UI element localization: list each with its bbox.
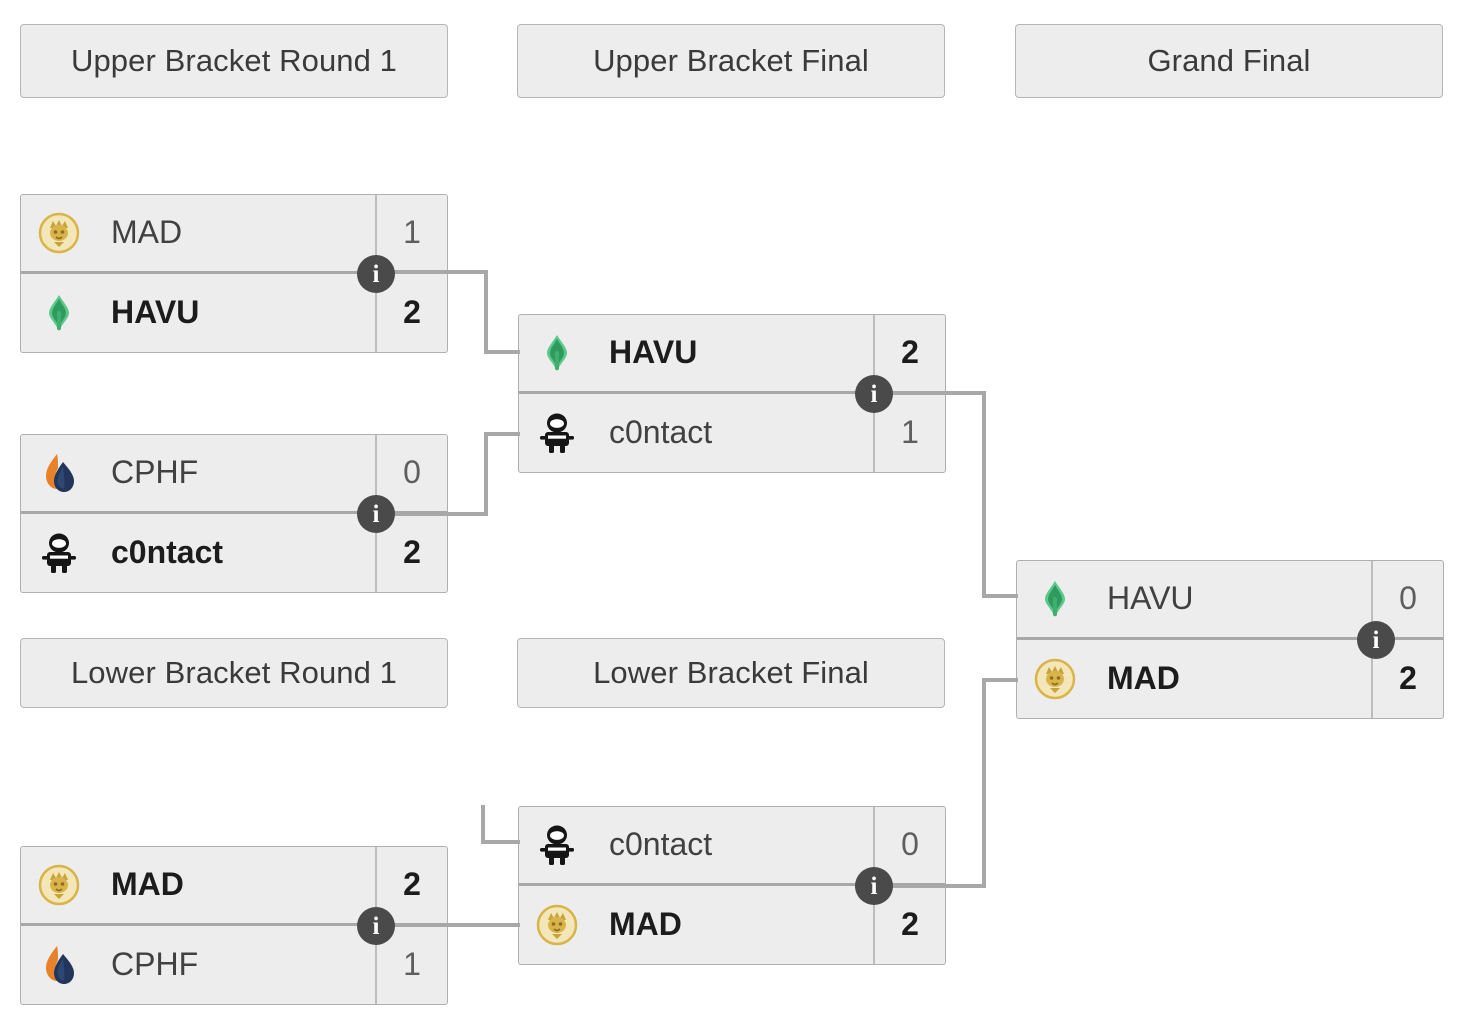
match-row[interactable]: MAD 1 [21, 195, 447, 274]
connector-lbf-top-in [481, 840, 520, 844]
team-name: HAVU [111, 294, 200, 331]
round-header-label: Lower Bracket Final [593, 655, 869, 690]
match-row[interactable]: CPHF 0 [21, 435, 447, 514]
connector-gf-bottom-in [982, 678, 1018, 682]
round-header-lower-bracket-final[interactable]: Lower Bracket Final [517, 638, 945, 708]
match-row[interactable]: c0ntact 1 [519, 393, 945, 473]
c0ntact-ninja-icon [540, 413, 574, 453]
match-info-badge[interactable]: i [357, 495, 395, 533]
match-row[interactable]: HAVU 2 [21, 273, 447, 353]
match-row[interactable]: c0ntact 0 [519, 807, 945, 886]
team-score: 0 [1371, 561, 1443, 637]
round-header-upper-bracket-final[interactable]: Upper Bracket Final [517, 24, 945, 98]
round-header-upper-bracket-round-1[interactable]: Upper Bracket Round 1 [20, 24, 448, 98]
team-name: c0ntact [111, 534, 224, 571]
match-row[interactable]: CPHF 1 [21, 925, 447, 1005]
mad-lion-crest-logo [519, 886, 595, 965]
mad-lion-crest-logo [21, 847, 97, 923]
round-header-label: Upper Bracket Final [593, 43, 869, 78]
team-name: MAD [1107, 660, 1180, 697]
team-score: 0 [873, 807, 945, 883]
team-name: HAVU [1107, 580, 1194, 617]
team-score: 1 [873, 393, 945, 472]
team-score: 2 [873, 315, 945, 391]
team-score: 2 [375, 513, 447, 592]
round-header-label: Lower Bracket Round 1 [70, 655, 398, 690]
mad-lion-crest-icon [1034, 658, 1076, 699]
c0ntact-ninja-logo [519, 394, 595, 473]
connector-ubf-out [873, 391, 986, 395]
match-info-badge[interactable]: i [855, 375, 893, 413]
team-score: 2 [375, 273, 447, 352]
match-row[interactable]: MAD 2 [1017, 639, 1443, 719]
match-info-badge[interactable]: i [357, 907, 395, 945]
havu-green-spear-icon [547, 334, 567, 371]
team-name: CPHF [111, 454, 199, 491]
team-name: c0ntact [609, 826, 713, 863]
team-score: 0 [375, 435, 447, 511]
cphf-flame-droplet-logo [21, 435, 97, 511]
match-row[interactable]: MAD 2 [519, 885, 945, 965]
team-name: MAD [111, 866, 184, 903]
team-score: 2 [375, 847, 447, 923]
havu-green-spear-icon [49, 294, 69, 331]
match-row[interactable]: HAVU 2 [519, 315, 945, 394]
mad-lion-crest-icon [38, 864, 80, 905]
team-name: HAVU [609, 334, 698, 371]
round-header-lower-bracket-round-1[interactable]: Lower Bracket Round 1 [20, 638, 448, 708]
connector-lbf-rise [982, 678, 986, 888]
team-score: 1 [375, 925, 447, 1004]
connector-gf-top-in [982, 594, 1018, 598]
cphf-flame-droplet-logo [21, 926, 97, 1005]
havu-green-spear-logo [21, 274, 97, 353]
match-info-badge[interactable]: i [1357, 621, 1395, 659]
team-name: MAD [111, 214, 183, 251]
team-score: 1 [375, 195, 447, 271]
match-lower-bracket-round-1[interactable]: MAD 2 CPHF 1 i [20, 846, 448, 1005]
round-header-label: Grand Final [1147, 43, 1311, 78]
c0ntact-ninja-icon [42, 533, 76, 573]
team-name: CPHF [111, 946, 199, 983]
c0ntact-ninja-logo [519, 807, 595, 883]
match-row[interactable]: MAD 2 [21, 847, 447, 926]
team-name: c0ntact [609, 414, 713, 451]
connector-lbr1-out [375, 923, 520, 927]
connector-ubf-drop [982, 391, 986, 598]
connector-ubr1-m1-out [375, 270, 488, 274]
mad-lion-crest-logo [21, 195, 97, 271]
team-score: 2 [873, 885, 945, 964]
round-header-grand-final[interactable]: Grand Final [1015, 24, 1443, 98]
match-info-badge[interactable]: i [357, 255, 395, 293]
havu-green-spear-logo [1017, 561, 1093, 637]
connector-lbf-top-feed-stub [481, 805, 485, 844]
match-grand-final[interactable]: HAVU 0 MAD 2 i [1016, 560, 1444, 719]
match-row[interactable]: HAVU 0 [1017, 561, 1443, 640]
connector-ubr1-m2-rise [484, 432, 488, 516]
c0ntact-ninja-icon [540, 825, 574, 865]
c0ntact-ninja-logo [21, 514, 97, 593]
havu-green-spear-logo [519, 315, 595, 391]
match-row[interactable]: c0ntact 2 [21, 513, 447, 593]
match-info-badge[interactable]: i [855, 867, 893, 905]
round-header-label: Upper Bracket Round 1 [70, 43, 398, 78]
mad-lion-crest-icon [38, 212, 80, 253]
connector-ubf-bottom-in [484, 432, 520, 436]
team-score: 2 [1371, 639, 1443, 718]
match-upper-bracket-round-1-match-1[interactable]: MAD 1 HAVU 2 i [20, 194, 448, 353]
connector-ubf-top-in [484, 350, 520, 354]
match-upper-bracket-round-1-match-2[interactable]: CPHF 0 c0ntact 2 i [20, 434, 448, 593]
connector-ubr1-m1-drop [484, 270, 488, 354]
cphf-flame-droplet-icon [46, 945, 74, 984]
match-upper-bracket-final[interactable]: HAVU 2 c0ntact 1 i [518, 314, 946, 473]
connector-ubr1-m2-out [375, 512, 488, 516]
mad-lion-crest-icon [536, 904, 578, 945]
havu-green-spear-icon [1045, 580, 1065, 617]
match-lower-bracket-final[interactable]: c0ntact 0 MAD 2 i [518, 806, 946, 965]
mad-lion-crest-logo [1017, 640, 1093, 719]
cphf-flame-droplet-icon [46, 453, 74, 492]
connector-lbf-out [873, 884, 986, 888]
team-name: MAD [609, 906, 682, 943]
